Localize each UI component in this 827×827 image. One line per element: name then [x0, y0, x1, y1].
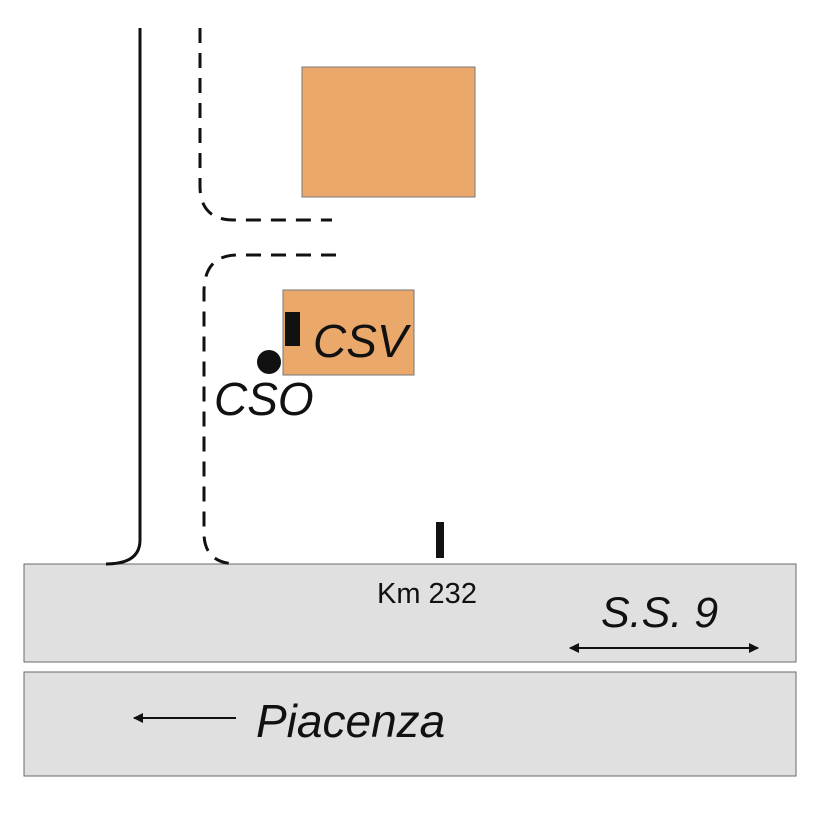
road-band-lower — [23, 671, 797, 777]
solid-access-road-line — [105, 28, 142, 566]
dashed-upper-path — [198, 28, 332, 222]
csv-label: CSV — [313, 315, 412, 367]
cso-station-marker — [257, 350, 281, 374]
km-232-marker — [436, 522, 444, 558]
csv-station-marker — [285, 312, 300, 346]
cso-label: CSO — [214, 373, 314, 425]
small-building — [282, 289, 415, 376]
large-building — [301, 66, 476, 198]
km-232-label: Km 232 — [377, 578, 477, 610]
piacenza-label: Piacenza — [256, 695, 445, 747]
road-name-label: S.S. 9 — [601, 589, 718, 637]
dashed-lower-path — [202, 253, 336, 566]
